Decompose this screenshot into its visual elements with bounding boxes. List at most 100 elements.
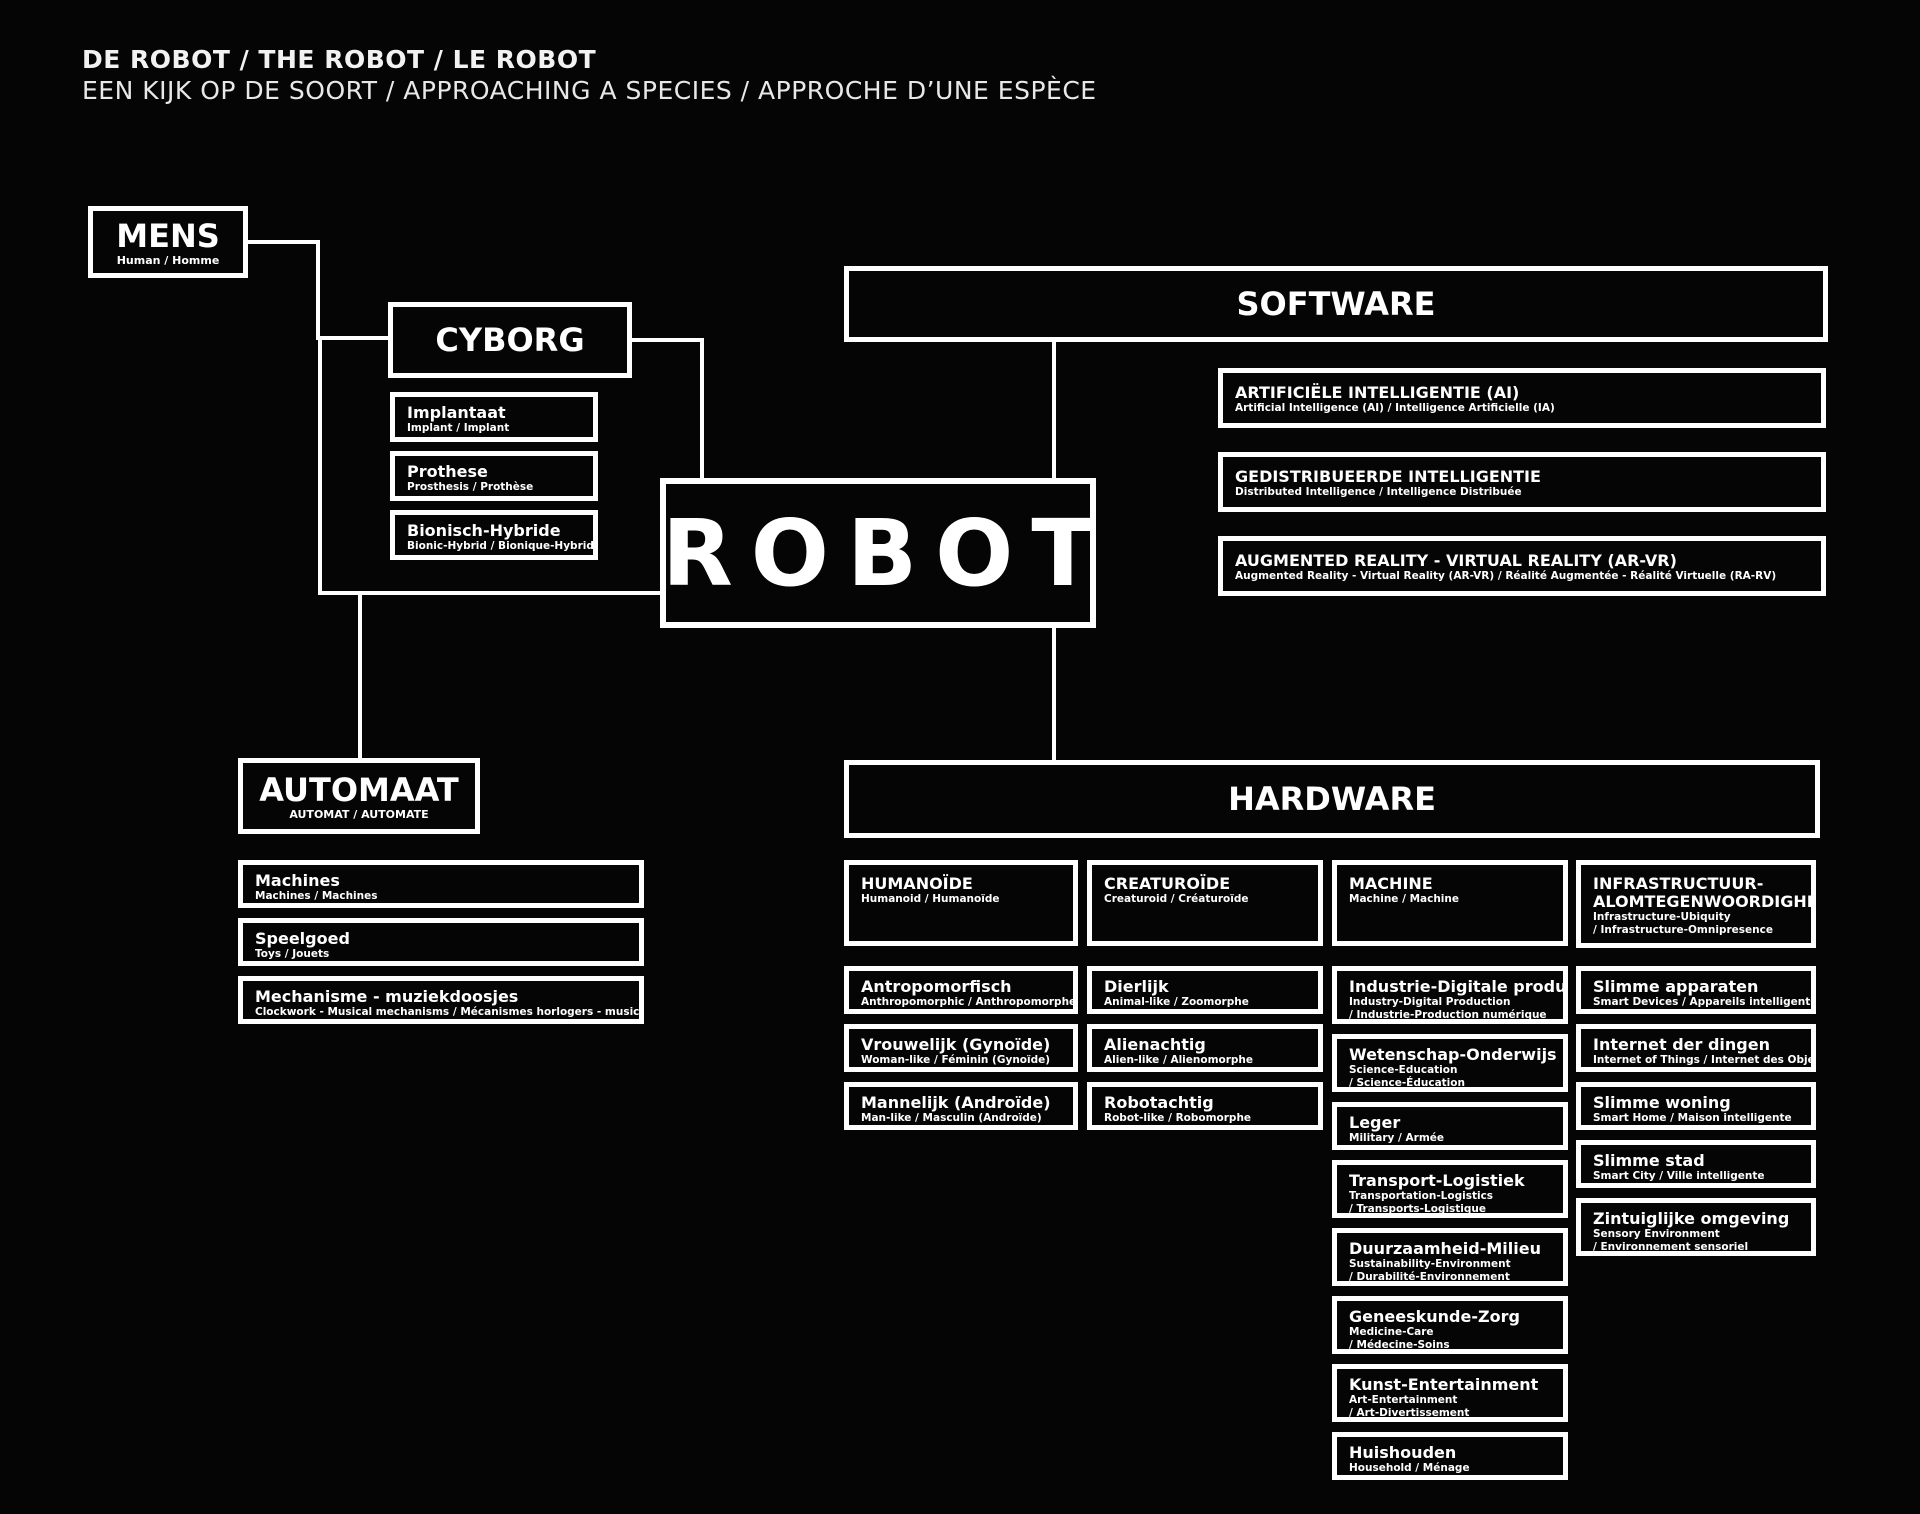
hardware-item-subtitle: Art-Entertainment [1349,1394,1458,1406]
automaat-item-title: Speelgoed [255,929,350,948]
robot-title: ROBOT [661,499,1096,607]
automaat-subtitle: AUTOMAT / AUTOMATE [289,807,429,821]
hardware-item-title: Industrie-Digitale productie [1349,977,1567,996]
hardware-title: HARDWARE [1228,780,1436,818]
robot-node: ROBOT [660,478,1096,628]
hardware-item-title: Zintuiglijke omgeving [1593,1209,1790,1228]
software-item-title: ARTIFICIËLE INTELLIGENTIE (AI) [1235,383,1520,402]
hardware-item: Vrouwelijk (Gynoïde)Woman-like / Féminin… [844,1024,1078,1072]
hardware-item-title: Duurzaamheid-Milieu [1349,1239,1541,1258]
hardware-item-subtitle-line2: / Science-Éducation [1349,1077,1465,1089]
automaat-node: AUTOMAAT AUTOMAT / AUTOMATE [238,758,480,834]
hardware-category-subtitle-line2: / Infrastructure-Omnipresence [1593,924,1773,936]
hardware-item-title: Robotachtig [1104,1093,1214,1112]
mens-subtitle: Human / Homme [116,253,220,267]
hardware-item-subtitle: Woman-like / Féminin (Gynoïde) [861,1054,1051,1066]
cyborg-title: CYBORG [435,321,585,359]
hardware-item-subtitle-line2: / Transports-Logistique [1349,1203,1487,1215]
hardware-category-subtitle: Infrastructure-Ubiquity [1593,911,1731,923]
mens-cyborg-connector [246,240,392,340]
hardware-header: HARDWARE [844,760,1820,838]
hardware-item-title: Slimme woning [1593,1093,1731,1112]
cyborg-item-subtitle: Implant / Implant [407,422,510,434]
hardware-item-subtitle-line2: / Art-Divertissement [1349,1407,1470,1419]
hardware-item-subtitle: Science-Education [1349,1064,1458,1076]
software-item-title: GEDISTRIBUEERDE INTELLIGENTIE [1235,467,1541,486]
hardware-item-subtitle: Man-like / Masculin (Androïde) [861,1112,1042,1124]
hardware-item-subtitle: Sustainability-Environment [1349,1258,1511,1270]
header-title: DE ROBOT / THE ROBOT / LE ROBOT [82,45,597,74]
hardware-item-subtitle: Smart City / Ville intelligente [1593,1170,1765,1182]
header-subtitle: EEN KIJK OP DE SOORT / APPROACHING A SPE… [82,76,1097,105]
hardware-category-subtitle: Humanoid / Humanoïde [861,893,1000,905]
mens-node: MENS Human / Homme [88,206,248,278]
hardware-category-title-line2: ALOMTEGENWOORDIGHEID [1593,892,1816,911]
cyborg-item-title: Bionisch-Hybride [407,521,561,540]
hardware-item: Industrie-Digitale productieIndustry-Dig… [1332,966,1568,1024]
hardware-item-subtitle: Industry-Digital Production [1349,996,1511,1008]
software-title: SOFTWARE [1236,285,1436,323]
hardware-item-title: Dierlijk [1104,977,1169,996]
hardware-item-title: Huishouden [1349,1443,1457,1462]
automaat-item-title: Mechanisme - muziekdoosjes [255,987,519,1006]
automaat-item-subtitle: Machines / Machines [255,890,378,902]
software-item-subtitle: Artificial Intelligence (AI) / Intellige… [1235,402,1555,414]
hardware-category-title: CREATUROÏDE [1104,874,1231,893]
hardware-item-subtitle: Alien-like / Alienomorphe [1104,1054,1254,1066]
software-item-subtitle: Augmented Reality - Virtual Reality (AR-… [1235,570,1777,582]
hardware-item-title: Kunst-Entertainment [1349,1375,1539,1394]
hardware-item-subtitle: Medicine-Care [1349,1326,1434,1338]
hardware-item-title: Vrouwelijk (Gynoïde) [861,1035,1051,1054]
page-header: DE ROBOT / THE ROBOT / LE ROBOT EEN KIJK… [82,44,1097,106]
cyborg-item-title: Implantaat [407,403,506,422]
software-item-title: AUGMENTED REALITY - VIRTUAL REALITY (AR-… [1235,551,1677,570]
cyborg-left-rail [318,338,666,595]
hardware-item-subtitle: Transportation-Logistics [1349,1190,1494,1202]
hardware-item-subtitle: Anthropomorphic / Anthropomorphe [861,996,1077,1008]
hardware-item-subtitle: Animal-like / Zoomorphe [1104,996,1249,1008]
automaat-title: AUTOMAAT [259,770,459,809]
cyborg-item-subtitle: Prosthesis / Prothèse [407,481,534,493]
automaat-item-title: Machines [255,871,340,890]
hardware-item-title: Geneeskunde-Zorg [1349,1307,1520,1326]
hardware-item: Mannelijk (Androïde)Man-like / Masculin … [844,1082,1078,1130]
hardware-item-subtitle: Sensory Environment [1593,1228,1720,1240]
mens-title: MENS [116,216,220,255]
software-item: ARTIFICIËLE INTELLIGENTIE (AI)Artificial… [1218,368,1826,428]
hardware-item-subtitle: Smart Home / Maison intelligente [1593,1112,1792,1124]
hardware-item-title: Antropomorfisch [861,977,1012,996]
hardware-item-title: Leger [1349,1113,1401,1132]
hardware-item-subtitle: Robot-like / Robomorphe [1104,1112,1252,1124]
hardware-category-title: HUMANOÏDE [861,874,973,893]
hardware-item-subtitle: Smart Devices / Appareils intelligents [1593,996,1816,1008]
hardware-item-title: Wetenschap-Onderwijs [1349,1045,1557,1064]
software-item-subtitle: Distributed Intelligence / Intelligence … [1235,486,1522,498]
hardware-category-title: INFRASTRUCTUUR- [1593,874,1764,893]
cyborg-item-title: Prothese [407,462,488,481]
software-header: SOFTWARE [844,266,1828,342]
software-item: AUGMENTED REALITY - VIRTUAL REALITY (AR-… [1218,536,1826,596]
automaat-item-subtitle: Clockwork - Musical mechanisms / Mécanis… [255,1006,644,1018]
hardware-item-title: Mannelijk (Androïde) [861,1093,1051,1112]
hardware-item-title: Transport-Logistiek [1349,1171,1525,1190]
